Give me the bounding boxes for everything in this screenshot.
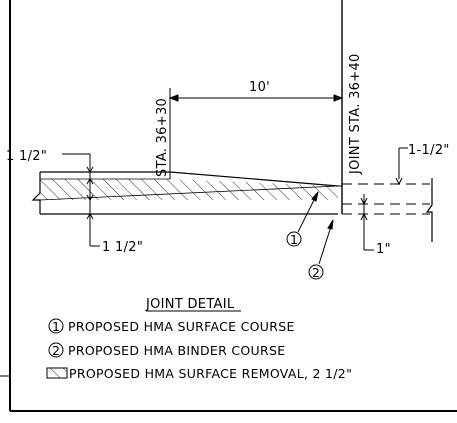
pavement-section	[31, 171, 339, 215]
station-label-joint: JOINT STA. 36+40	[348, 53, 363, 175]
legend: JOINT DETAIL 1 PROPOSED HMA SURFACE COUR…	[46, 297, 352, 381]
existing-pavement	[342, 178, 433, 242]
thickness-bottom-right-label: 1"	[376, 242, 391, 257]
station-label-left: STA. 36+30	[155, 98, 170, 177]
legend-marker-2-number: 2	[52, 343, 60, 358]
thickness-top-right-label: 1-1/2"	[408, 143, 450, 158]
thickness-dimension-right	[360, 147, 408, 251]
hatched-removal-area	[40, 179, 338, 193]
thickness-dimension-left	[62, 153, 100, 247]
dimension-10ft	[168, 94, 344, 102]
hatched-removal-area-lower	[40, 193, 338, 200]
callout-1-number: 1	[290, 232, 298, 247]
thickness-bottom-left-label: 1 1/2"	[102, 240, 143, 255]
legend-item-2-text: PROPOSED HMA BINDER COURSE	[68, 343, 285, 358]
callout-1-leader	[286, 191, 319, 247]
dimension-label: 10'	[249, 80, 270, 95]
legend-marker-1-number: 1	[52, 319, 60, 334]
legend-marker-2	[48, 342, 64, 358]
legend-item-1-text: PROPOSED HMA SURFACE COURSE	[68, 319, 295, 334]
legend-item-3-text: PROPOSED HMA SURFACE REMOVAL, 2 1/2"	[69, 366, 352, 381]
sheet-border	[0, 0, 457, 412]
callout-2-number: 2	[312, 265, 320, 280]
callout-2-leader	[308, 219, 334, 280]
legend-hatch-swatch	[46, 367, 68, 379]
legend-marker-1	[48, 318, 64, 334]
legend-title: JOINT DETAIL	[145, 297, 235, 312]
thickness-top-left-label: 1 1/2"	[6, 149, 47, 164]
